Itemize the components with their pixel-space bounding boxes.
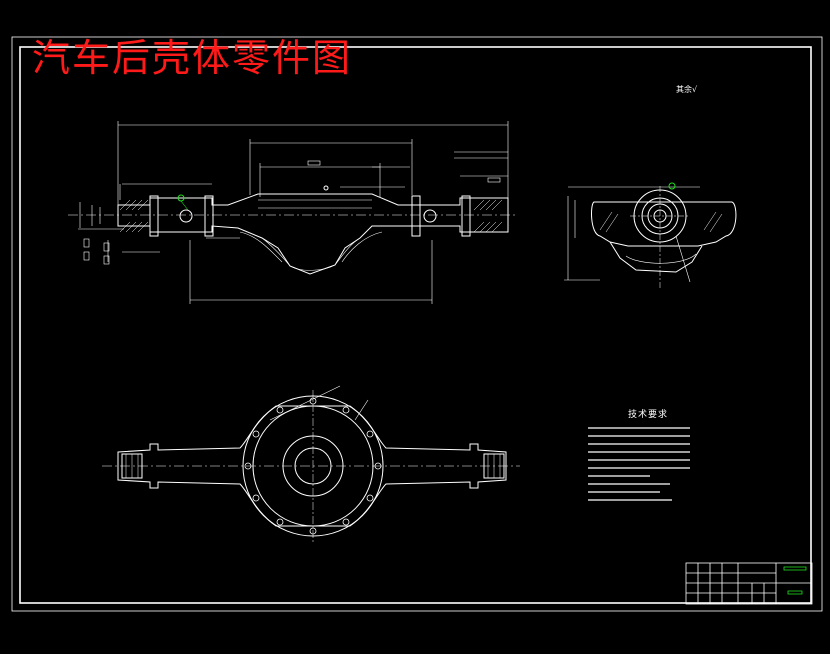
title-block bbox=[685, 562, 813, 605]
surface-roughness-note: 其余√ bbox=[676, 85, 698, 94]
technical-requirements-title: 技术要求 bbox=[628, 410, 669, 420]
front-view bbox=[68, 121, 516, 304]
bolt-holes bbox=[244, 397, 382, 535]
top-view bbox=[102, 385, 520, 542]
side-view bbox=[564, 182, 737, 290]
front-view-dimensions bbox=[78, 121, 509, 304]
drawing-title: 汽车后壳体零件图 bbox=[32, 36, 353, 80]
sheet-border bbox=[11, 36, 823, 612]
technical-requirements-text bbox=[588, 427, 690, 501]
